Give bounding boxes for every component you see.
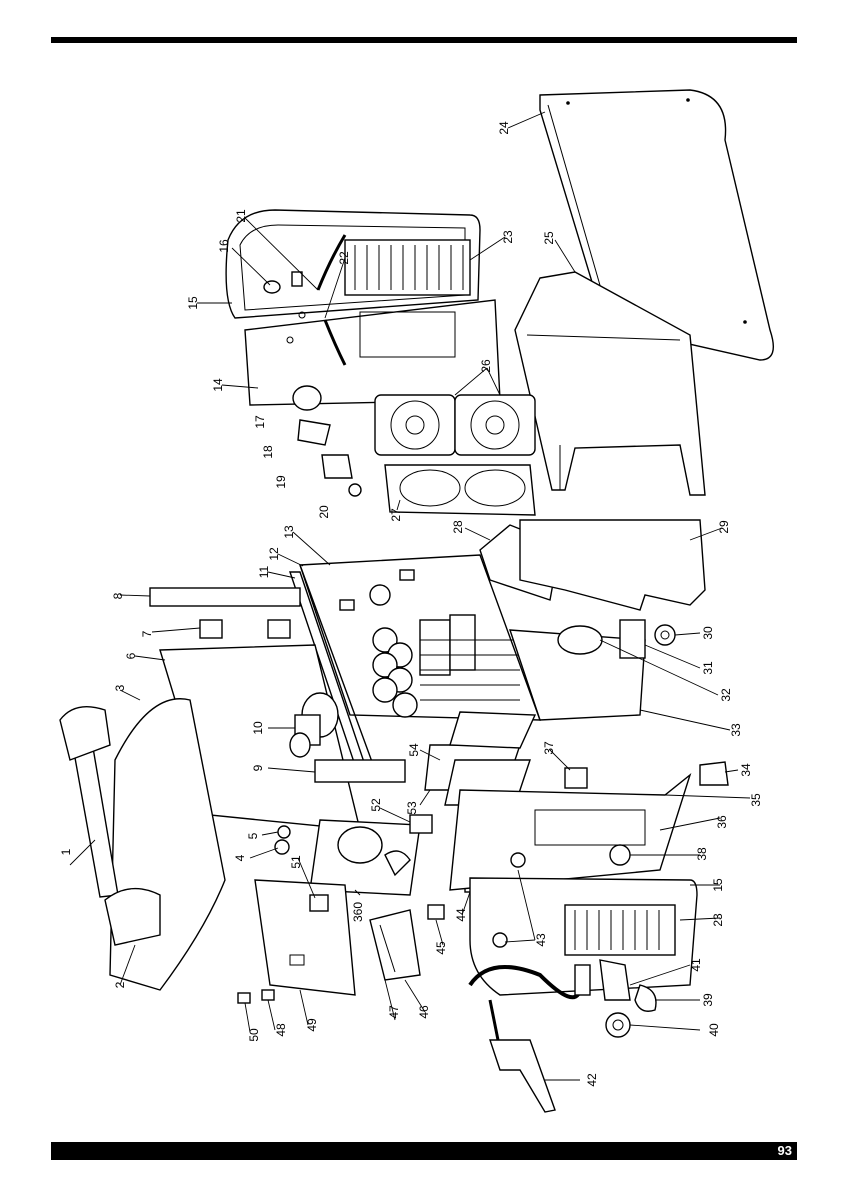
part-7-brackets — [199, 619, 291, 639]
callout-20: 20 — [317, 505, 331, 519]
part-49-bracket-box — [254, 879, 356, 996]
part-26-fans — [374, 394, 536, 456]
callout-28: 28 — [451, 520, 465, 534]
part-31-block — [619, 619, 646, 659]
part-16-20-small-parts — [291, 271, 362, 497]
part-52-connector — [409, 814, 433, 834]
part-39-cap — [634, 984, 657, 1012]
callout-41: 41 — [689, 958, 703, 972]
callout-1: 1 — [59, 848, 73, 855]
callout-52: 52 — [369, 798, 383, 812]
callout-23-bottom: 23 — [711, 913, 725, 927]
callout-35: 35 — [749, 793, 763, 807]
callout-23-top: 23 — [501, 230, 515, 244]
part-34-foot — [699, 761, 729, 786]
callout-33: 33 — [729, 723, 743, 737]
callout-43: 43 — [534, 933, 548, 947]
callout-54: 54 — [407, 743, 421, 757]
part-43-nuts — [492, 852, 526, 948]
callout-44: 44 — [454, 908, 468, 922]
callout-13: 13 — [282, 525, 296, 539]
callout-11: 11 — [257, 565, 271, 578]
callout-27: 27 — [389, 508, 403, 522]
part-23-vent-grille-bottom — [564, 904, 676, 956]
part-40-plug — [605, 1012, 631, 1038]
part-30-ring — [654, 624, 676, 646]
part-8-strip — [149, 587, 301, 607]
part-2-handle-caps — [59, 706, 161, 946]
callout-2: 2 — [113, 981, 127, 988]
part-25-inner-cover — [514, 271, 706, 496]
part-28-29-shields — [479, 519, 706, 611]
part-37-socket — [564, 767, 588, 789]
part-32-inductor — [557, 625, 603, 655]
part-27-fan-bracket — [384, 464, 536, 516]
callout-3: 3 — [113, 684, 127, 691]
callout-32: 32 — [719, 688, 733, 702]
callout-47: 47 — [387, 1005, 401, 1019]
part-23-vent-grille-top — [344, 239, 471, 296]
callout-48: 48 — [274, 1023, 288, 1037]
callout-26: 26 — [479, 359, 493, 373]
leader-lines — [69, 111, 751, 1081]
callout-19: 19 — [274, 475, 288, 489]
callout-24: 24 — [497, 121, 511, 135]
part-360-board — [309, 819, 421, 896]
callout-40: 40 — [707, 1023, 721, 1037]
callout-37: 37 — [542, 741, 556, 755]
callout-9: 9 — [251, 764, 265, 771]
callout-51: 51 — [289, 855, 303, 869]
part-4-5-knobs — [274, 825, 291, 855]
part-38-knob — [609, 844, 631, 866]
part-46-47-block — [369, 909, 421, 981]
callout-14: 14 — [211, 378, 225, 392]
callout-21: 21 — [234, 209, 248, 223]
part-51-clip — [309, 894, 329, 912]
callout-17: 17 — [253, 415, 267, 429]
callout-10: 10 — [251, 721, 265, 735]
callout-29: 29 — [717, 520, 731, 534]
part-9-bracket — [314, 759, 406, 783]
callout-4: 4 — [233, 854, 247, 861]
callout-15-bottom: 15 — [711, 878, 725, 892]
part-42-earth-clamp — [468, 965, 582, 1113]
callout-42: 42 — [585, 1073, 599, 1087]
callout-16: 16 — [217, 239, 231, 253]
callout-46: 46 — [417, 1005, 431, 1019]
part-13-main-pcb — [299, 554, 542, 721]
page-number: 93 — [777, 1143, 792, 1158]
callout-18: 18 — [261, 445, 275, 459]
part-36-front-frame — [449, 773, 692, 891]
callout-30: 30 — [701, 626, 715, 640]
callout-34: 34 — [739, 763, 753, 777]
callout-53: 53 — [405, 801, 419, 815]
callout-5: 5 — [246, 832, 260, 839]
callout-7: 7 — [140, 630, 154, 637]
callout-12: 12 — [267, 547, 281, 561]
part-21-22-cables — [316, 234, 347, 366]
callout-6: 6 — [124, 652, 138, 659]
callout-39: 39 — [701, 993, 715, 1007]
callout-25: 25 — [542, 231, 556, 245]
callout-49: 49 — [305, 1018, 319, 1032]
part-41-connector — [574, 959, 631, 1001]
part-10-transformer — [289, 692, 339, 758]
callout-22: 22 — [337, 251, 351, 265]
callout-360: 360 — [351, 902, 365, 922]
callout-45: 45 — [434, 941, 448, 955]
callout-labels: 1 2 3 4 5 6 7 8 9 10 11 12 13 14 15 15 1… — [59, 121, 763, 1087]
callout-31: 31 — [701, 661, 715, 675]
callout-38: 38 — [695, 847, 709, 861]
callout-36: 36 — [715, 815, 729, 829]
bottom-rule — [51, 1142, 797, 1160]
callout-15-top: 15 — [186, 296, 200, 310]
callout-8: 8 — [111, 592, 125, 599]
callout-50: 50 — [247, 1028, 261, 1042]
top-rule — [51, 37, 797, 43]
